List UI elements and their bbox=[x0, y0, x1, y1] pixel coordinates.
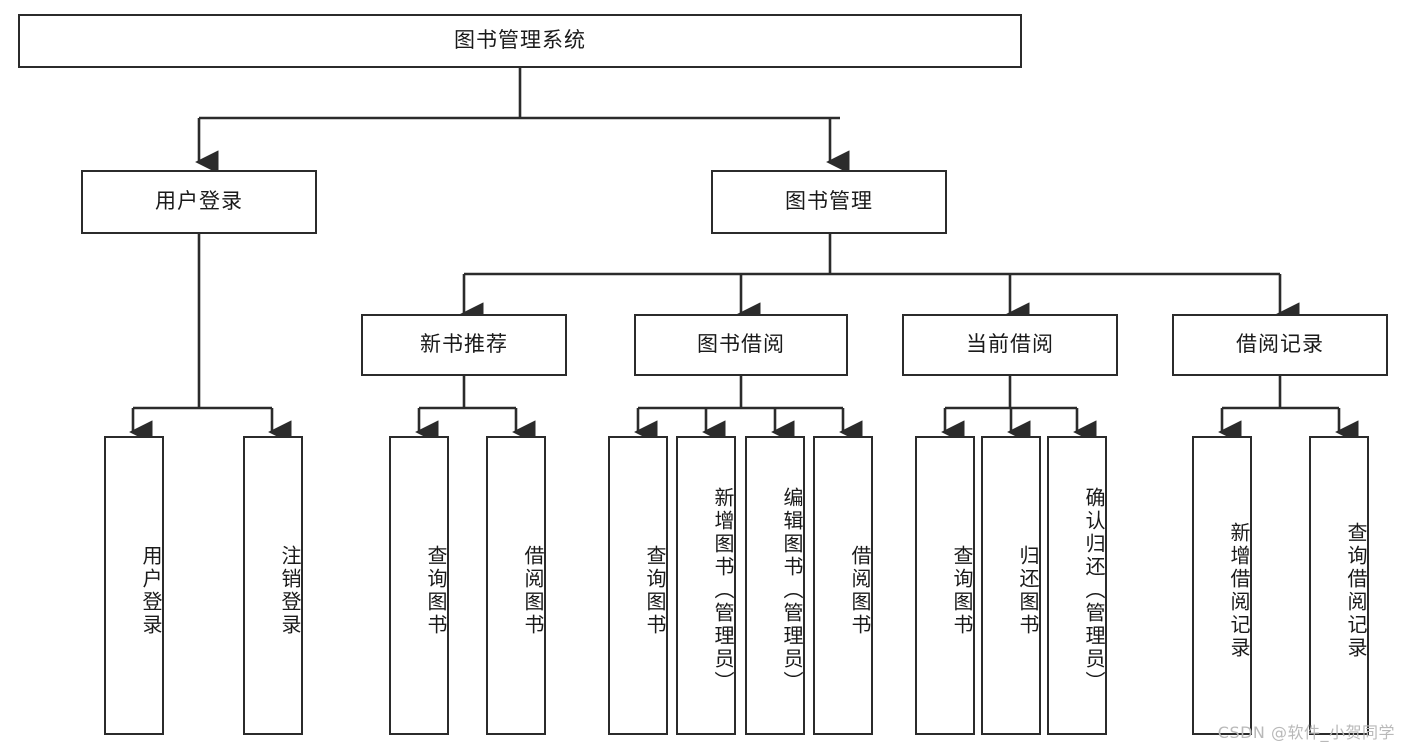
node-user-login[interactable]: 用户登录 bbox=[81, 170, 317, 234]
node-label: 查询图书 bbox=[950, 544, 974, 637]
node-label: 借阅图书 bbox=[521, 544, 545, 637]
node-leaf-return-book[interactable]: 归还图书 bbox=[981, 436, 1041, 735]
node-label: 借阅图书 bbox=[848, 544, 872, 637]
node-book-management[interactable]: 图书管理 bbox=[711, 170, 947, 234]
node-label: 借阅记录 bbox=[1236, 332, 1324, 357]
node-book-borrow[interactable]: 图书借阅 bbox=[634, 314, 848, 376]
node-label: 图书借阅 bbox=[697, 332, 785, 357]
node-leaf-query-borrow-record[interactable]: 查询借阅记录 bbox=[1309, 436, 1369, 735]
csdn-watermark: CSDN @软件_小贺同学 bbox=[1217, 723, 1395, 742]
node-new-book-recommend[interactable]: 新书推荐 bbox=[361, 314, 567, 376]
node-current-borrow[interactable]: 当前借阅 bbox=[902, 314, 1118, 376]
node-borrow-record[interactable]: 借阅记录 bbox=[1172, 314, 1388, 376]
node-label: 用户登录 bbox=[155, 189, 243, 214]
node-leaf-borrow-book-recommend[interactable]: 借阅图书 bbox=[486, 436, 546, 735]
node-leaf-user-login[interactable]: 用户登录 bbox=[104, 436, 164, 735]
node-label: 查询借阅记录 bbox=[1344, 521, 1368, 660]
node-label: 当前借阅 bbox=[966, 332, 1054, 357]
node-leaf-confirm-return-admin[interactable]: 确认归还（管理员） bbox=[1047, 436, 1107, 735]
node-leaf-add-book-admin[interactable]: 新增图书（管理员） bbox=[676, 436, 736, 735]
node-label: 编辑图书（管理员） bbox=[780, 487, 804, 694]
node-label: 新增借阅记录 bbox=[1227, 521, 1251, 660]
node-label: 查询图书 bbox=[643, 544, 667, 637]
node-label: 用户登录 bbox=[139, 544, 163, 637]
node-label: 图书管理系统 bbox=[454, 28, 586, 53]
node-label: 注销登录 bbox=[278, 544, 302, 637]
node-label: 查询图书 bbox=[424, 544, 448, 637]
node-label: 新增图书（管理员） bbox=[711, 487, 735, 694]
node-leaf-borrow-book[interactable]: 借阅图书 bbox=[813, 436, 873, 735]
node-label: 新书推荐 bbox=[420, 332, 508, 357]
node-label: 归还图书 bbox=[1016, 544, 1040, 637]
node-leaf-edit-book-admin[interactable]: 编辑图书（管理员） bbox=[745, 436, 805, 735]
node-leaf-query-book-borrow[interactable]: 查询图书 bbox=[608, 436, 668, 735]
node-leaf-logout-login[interactable]: 注销登录 bbox=[243, 436, 303, 735]
node-root-library-system[interactable]: 图书管理系统 bbox=[18, 14, 1022, 68]
node-label: 确认归还（管理员） bbox=[1082, 487, 1106, 694]
node-leaf-add-borrow-record[interactable]: 新增借阅记录 bbox=[1192, 436, 1252, 735]
node-label: 图书管理 bbox=[785, 189, 873, 214]
node-leaf-query-book-current[interactable]: 查询图书 bbox=[915, 436, 975, 735]
node-leaf-query-book-recommend[interactable]: 查询图书 bbox=[389, 436, 449, 735]
